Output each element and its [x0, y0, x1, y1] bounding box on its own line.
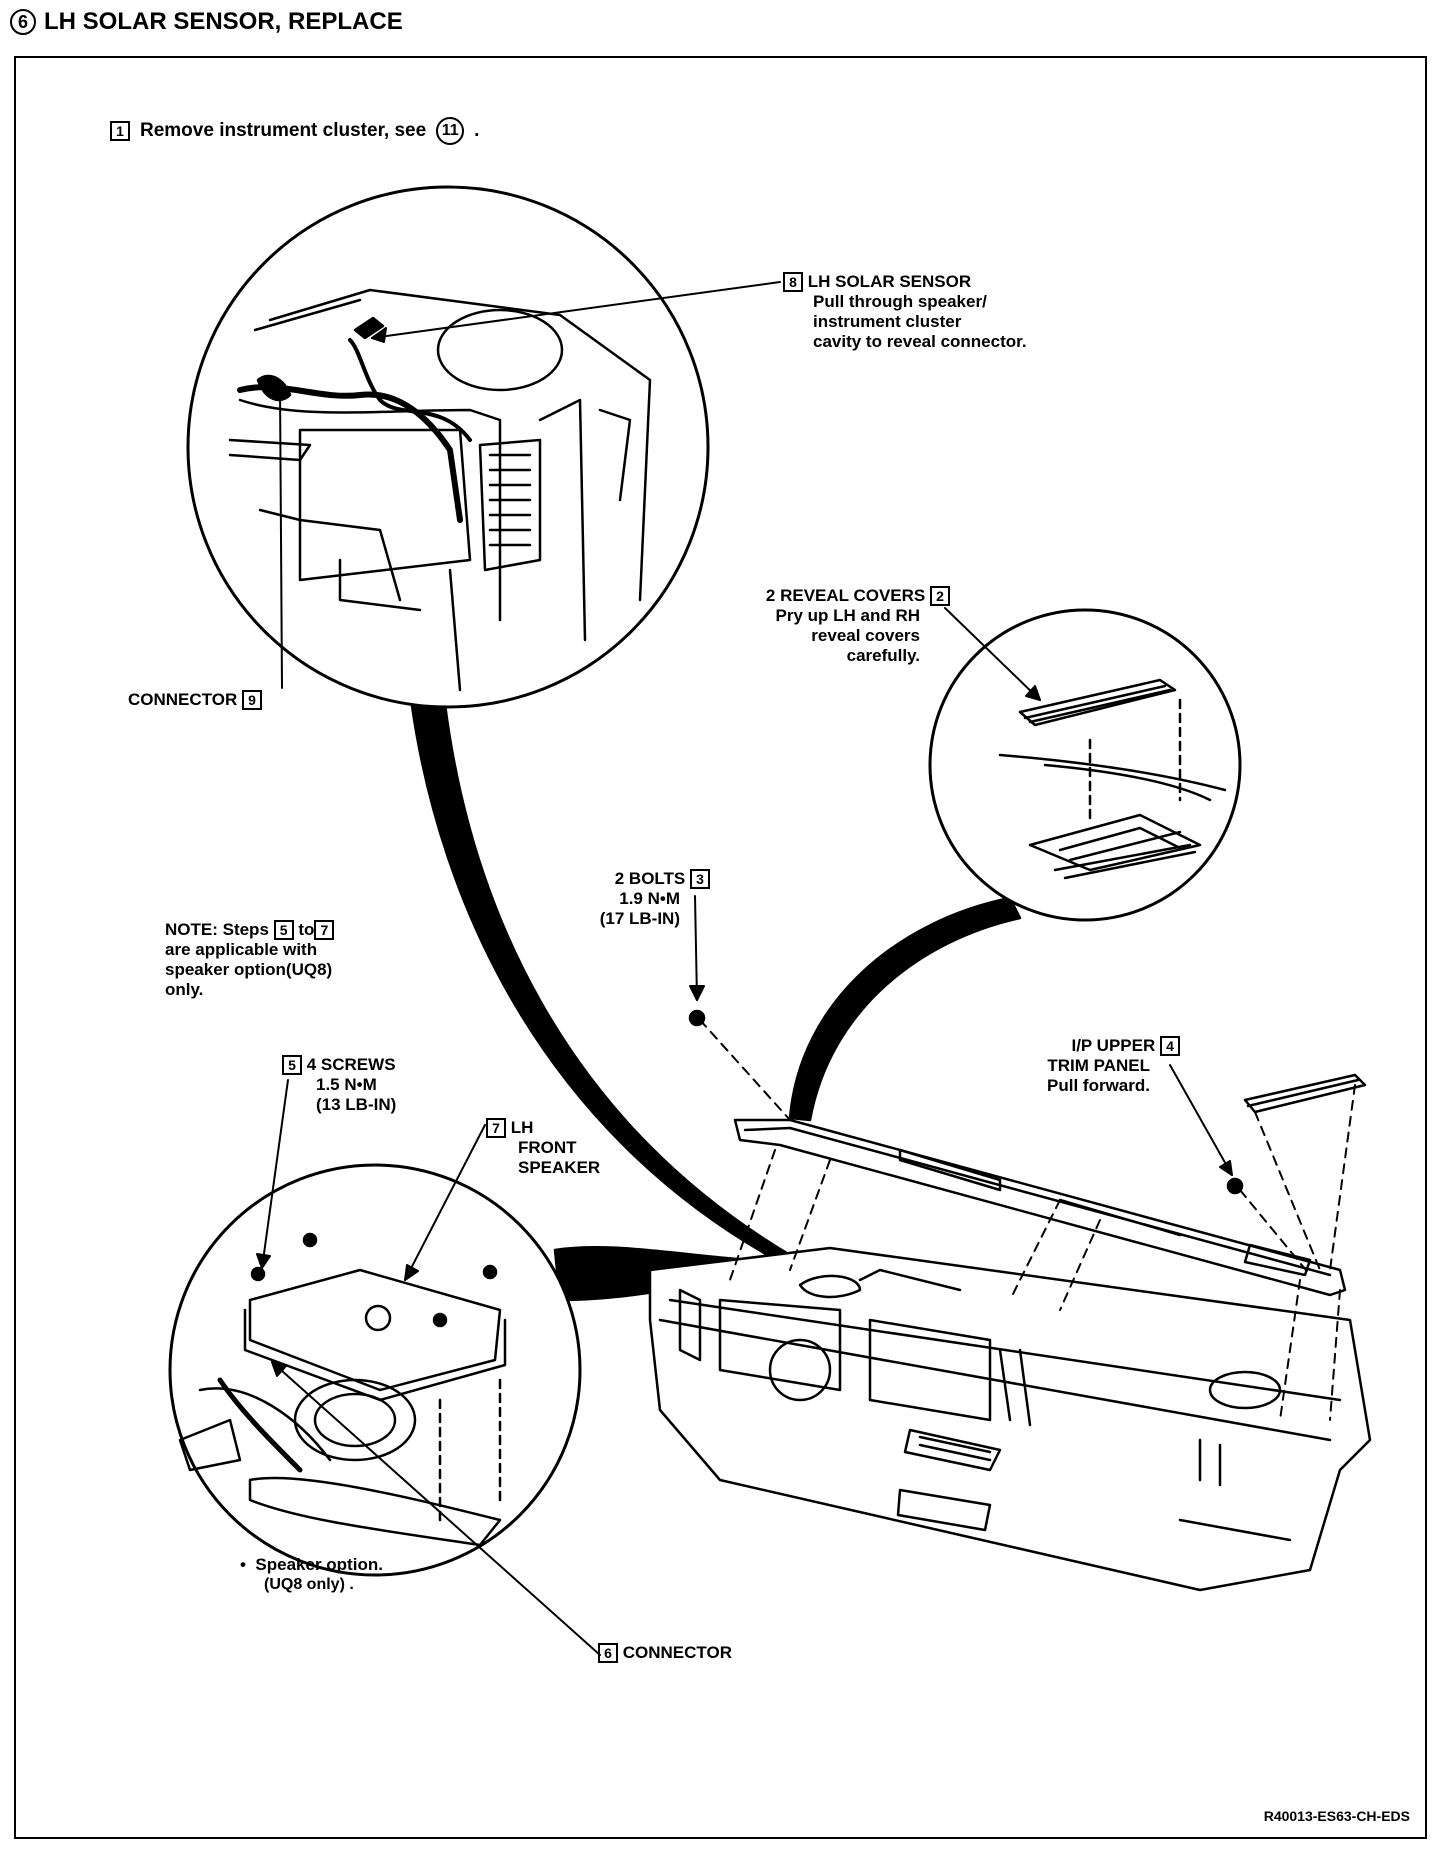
speaker-line-3: SPEAKER — [518, 1158, 601, 1177]
note-prefix: NOTE: Steps — [165, 920, 269, 939]
callout-number-9: 9 — [241, 690, 262, 710]
dash-trim-6 — [1329, 1289, 1341, 1421]
screws-torque-lbin: (13 LB-IN) — [316, 1095, 397, 1114]
solar-sensor-title: LH SOLAR SENSOR — [807, 272, 972, 291]
dash-trim-2 — [789, 1159, 831, 1271]
connector9-label: CONNECTOR — [128, 690, 238, 709]
callout-solar-sensor: 8 LH SOLAR SENSOR Pull through speaker/ … — [783, 272, 1027, 352]
note-line-1: are applicable with — [165, 940, 318, 959]
trim-panel-line-3: Pull forward. — [1047, 1076, 1150, 1095]
speaker-line-2: FRONT — [518, 1138, 577, 1157]
instrument-panel-drawing — [648, 1246, 1372, 1592]
dash-trim-5 — [1279, 1279, 1301, 1421]
reveal-covers-title: 2 REVEAL COVERS — [765, 586, 926, 605]
dash-trim-4 — [1059, 1219, 1101, 1311]
step-number-badge: 6 — [10, 9, 36, 35]
leader-connector6 — [271, 1361, 601, 1656]
trim-panel-line-2: TRIM PANEL — [1047, 1056, 1150, 1075]
leader-trim-panel — [1169, 1064, 1233, 1176]
leader-bolts — [694, 895, 698, 1001]
callout-number-2: 2 — [930, 586, 950, 606]
zoom-band-reveal — [788, 896, 1022, 1122]
callout-number-8: 8 — [783, 272, 803, 292]
solar-sensor-line-1: Pull through speaker/ — [813, 292, 987, 311]
zoom-band-solar — [410, 702, 797, 1264]
step-1-number: 1 — [110, 121, 130, 141]
page-title-text: LH SOLAR SENSOR, REPLACE — [44, 8, 403, 35]
section-reference-badge: 11 — [436, 117, 465, 145]
speaker-option-line-2: (UQ8 only) . — [264, 1576, 354, 1593]
bolt-4 — [1226, 1177, 1244, 1195]
dash-trim-1 — [729, 1149, 776, 1281]
reveal-covers-detail-circle — [928, 608, 1242, 922]
callout-connector-9: CONNECTOR 9 — [128, 690, 262, 710]
leader-speaker — [404, 1124, 486, 1281]
diagram-frame — [14, 56, 1427, 1839]
solar-sensor-line-3: cavity to reveal connector. — [813, 332, 1027, 351]
callout-trim-panel: I/P UPPER 4 TRIM PANEL Pull forward. — [990, 1036, 1180, 1096]
leader-connector9 — [279, 387, 283, 689]
upper-trim-panel-drawing — [733, 1118, 1347, 1297]
bolts-title: 2 BOLTS — [614, 869, 686, 888]
dash-reveal-1 — [1254, 1111, 1321, 1271]
note-to-word: to — [298, 920, 315, 939]
leader-screws — [261, 1079, 289, 1269]
leader-solar-sensor — [371, 281, 781, 339]
bolts-torque-nm: 1.9 N•M — [619, 889, 680, 908]
leader-reveal-covers — [944, 607, 1041, 701]
step-1: 1 Remove instrument cluster, see 11 . — [110, 117, 479, 145]
note-step-from: 5 — [273, 920, 294, 940]
figure-id: R40013-ES63-CH-EDS — [1263, 1808, 1410, 1824]
dash-reveal-2 — [1329, 1084, 1356, 1271]
reveal-covers-line-1: Pry up LH and RH — [775, 606, 920, 625]
callout-number-7: 7 — [486, 1118, 506, 1138]
reveal-covers-line-3: carefully. — [846, 646, 920, 665]
connector6-label: CONNECTOR — [622, 1643, 732, 1662]
callout-number-6: 6 — [598, 1643, 618, 1663]
callout-connector-6: 6 CONNECTOR — [598, 1643, 732, 1663]
step-1-text: Remove instrument cluster, see — [140, 120, 427, 141]
solar-sensor-line-2: instrument cluster — [813, 312, 962, 331]
callout-number-5: 5 — [282, 1055, 302, 1075]
dash-bolt2 — [1239, 1189, 1311, 1276]
screws-title: 4 SCREWS — [306, 1055, 396, 1074]
callout-screws: 5 4 SCREWS 1.5 N•M (13 LB-IN) — [282, 1055, 396, 1115]
note-line-2: speaker option(UQ8) — [165, 960, 333, 979]
callout-reveal-covers: 2 REVEAL COVERS 2 Pry up LH and RH revea… — [700, 586, 950, 666]
callout-number-3: 3 — [690, 869, 710, 889]
step-1-tail: . — [474, 120, 480, 141]
speaker-line-1: LH — [510, 1118, 534, 1137]
page-title: 6 LH SOLAR SENSOR, REPLACE — [10, 8, 403, 36]
callout-speaker: 7 LH FRONT SPEAKER — [486, 1118, 600, 1178]
speaker-option-note: • Speaker option. (UQ8 only) . — [240, 1555, 383, 1595]
note-step-to: 7 — [314, 920, 335, 940]
callout-number-4: 4 — [1160, 1036, 1180, 1056]
dash-trim-3 — [1009, 1199, 1061, 1301]
callout-bolts: 2 BOLTS 3 1.9 N•M (17 LB-IN) — [560, 869, 710, 929]
note-line-3: only. — [165, 980, 204, 999]
dash-bolt — [699, 1019, 791, 1121]
bolt-3 — [688, 1009, 706, 1027]
bolts-torque-lbin: (17 LB-IN) — [599, 909, 680, 928]
reveal-covers-line-2: reveal covers — [811, 626, 920, 645]
speaker-detail-circle — [168, 1163, 582, 1577]
trim-panel-line-1: I/P UPPER — [1071, 1036, 1156, 1055]
bullet: • — [240, 1555, 246, 1574]
speaker-option-line-1: Speaker option. — [255, 1555, 383, 1574]
solar-sensor-detail-circle — [186, 185, 710, 709]
screws-torque-nm: 1.5 N•M — [316, 1075, 377, 1094]
